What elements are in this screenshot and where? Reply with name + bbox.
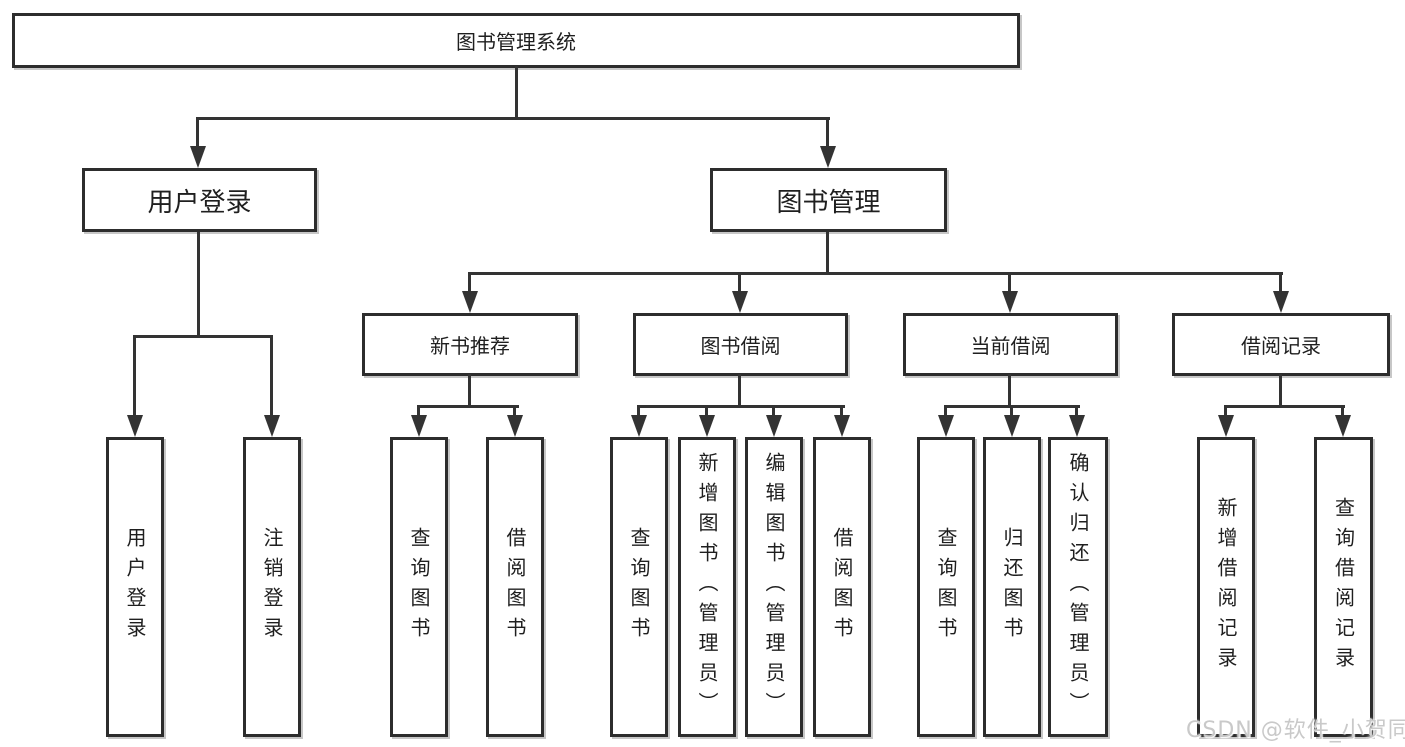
connector-line <box>197 232 200 338</box>
arrow-down-icon <box>938 415 954 437</box>
connector-line <box>944 405 947 418</box>
leaf-return-books: 归还图书 <box>983 437 1041 737</box>
node-user-login: 用户登录 <box>82 168 317 232</box>
node-label: 归还图书 <box>1000 527 1024 647</box>
node-book-borrowing: 图书借阅 <box>633 313 848 376</box>
connector-line <box>738 272 741 294</box>
node-label: 图书管理系统 <box>456 30 576 54</box>
arrow-down-icon <box>1004 415 1020 437</box>
connector-line <box>826 232 829 275</box>
leaf-edit-book-admin: 编辑图书（管理员） <box>745 437 803 737</box>
connector-line <box>840 405 843 418</box>
node-current-borrowing: 当前借阅 <box>903 313 1118 376</box>
node-borrowing-records: 借阅记录 <box>1172 313 1390 376</box>
connector-line <box>705 405 708 418</box>
connector-line <box>469 272 1283 275</box>
node-label: 注销登录 <box>260 527 284 647</box>
leaf-query-books-recommend: 查询图书 <box>390 437 448 737</box>
node-label: 编辑图书（管理员） <box>762 452 786 722</box>
arrow-down-icon <box>1002 291 1018 313</box>
arrow-down-icon <box>834 415 850 437</box>
connector-line <box>1341 405 1344 418</box>
node-label: 新增借阅记录 <box>1214 497 1238 677</box>
leaf-query-borrow-record: 查询借阅记录 <box>1314 437 1373 737</box>
connector-line <box>738 374 741 408</box>
node-label: 图书管理 <box>776 187 881 218</box>
csdn-watermark: CSDN @软件_小贺同学 <box>1186 718 1405 743</box>
node-label: 查询图书 <box>627 527 651 647</box>
connector-line <box>1279 374 1282 408</box>
node-label: 确认归还（管理员） <box>1066 452 1090 722</box>
connector-line <box>1279 272 1282 294</box>
connector-line <box>468 272 471 294</box>
leaf-borrow-books-borrowing: 借阅图书 <box>813 437 871 737</box>
node-label: 新书推荐 <box>430 334 510 358</box>
connector-line <box>1075 405 1078 418</box>
connector-line <box>417 405 519 408</box>
connector-line <box>270 335 273 419</box>
connector-line <box>1008 272 1011 294</box>
connector-line <box>1008 374 1011 408</box>
node-label: 借阅图书 <box>503 527 527 647</box>
node-label: 查询图书 <box>934 527 958 647</box>
node-new-book-recommendation: 新书推荐 <box>362 313 578 376</box>
arrow-down-icon <box>127 415 143 437</box>
arrow-down-icon <box>507 415 523 437</box>
arrow-down-icon <box>820 146 836 168</box>
connector-line <box>196 117 199 149</box>
arrow-down-icon <box>1273 291 1289 313</box>
leaf-logout-login: 注销登录 <box>243 437 301 737</box>
node-book-management: 图书管理 <box>710 168 947 232</box>
connector-line <box>133 335 136 419</box>
connector-line <box>468 374 471 408</box>
node-label: 新增图书（管理员） <box>695 452 719 722</box>
node-label: 查询图书 <box>407 527 431 647</box>
arrow-down-icon <box>462 291 478 313</box>
leaf-query-books-borrowing: 查询图书 <box>610 437 668 737</box>
leaf-add-book-admin: 新增图书（管理员） <box>678 437 736 737</box>
connector-line <box>637 405 845 408</box>
connector-line <box>772 405 775 418</box>
leaf-confirm-return-admin: 确认归还（管理员） <box>1048 437 1108 737</box>
connector-line <box>515 66 518 120</box>
node-label: 借阅记录 <box>1241 334 1321 358</box>
connector-line <box>133 335 273 338</box>
arrow-down-icon <box>1069 415 1085 437</box>
node-library-management-system: 图书管理系统 <box>12 13 1020 68</box>
arrow-down-icon <box>631 415 647 437</box>
arrow-down-icon <box>264 415 280 437</box>
connector-line <box>1010 405 1013 418</box>
arrow-down-icon <box>190 146 206 168</box>
node-label: 用户登录 <box>123 527 147 647</box>
node-label: 当前借阅 <box>970 334 1051 358</box>
arrow-down-icon <box>766 415 782 437</box>
node-label: 图书借阅 <box>700 334 781 358</box>
node-label: 借阅图书 <box>830 527 854 647</box>
arrow-down-icon <box>1335 415 1351 437</box>
connector-line <box>826 117 829 149</box>
leaf-query-books-current: 查询图书 <box>917 437 975 737</box>
connector-line <box>1224 405 1345 408</box>
node-label: 查询借阅记录 <box>1331 497 1356 677</box>
connector-line <box>637 405 640 418</box>
connector-line <box>197 117 830 120</box>
connector-line <box>1224 405 1227 418</box>
arrow-down-icon <box>411 415 427 437</box>
leaf-borrow-books-recommend: 借阅图书 <box>486 437 544 737</box>
arrow-down-icon <box>699 415 715 437</box>
connector-line <box>417 405 420 418</box>
arrow-down-icon <box>732 291 748 313</box>
node-label: 用户登录 <box>147 187 252 218</box>
arrow-down-icon <box>1218 415 1234 437</box>
leaf-user-login: 用户登录 <box>106 437 164 737</box>
leaf-add-borrow-record: 新增借阅记录 <box>1197 437 1255 737</box>
connector-line <box>513 405 516 418</box>
